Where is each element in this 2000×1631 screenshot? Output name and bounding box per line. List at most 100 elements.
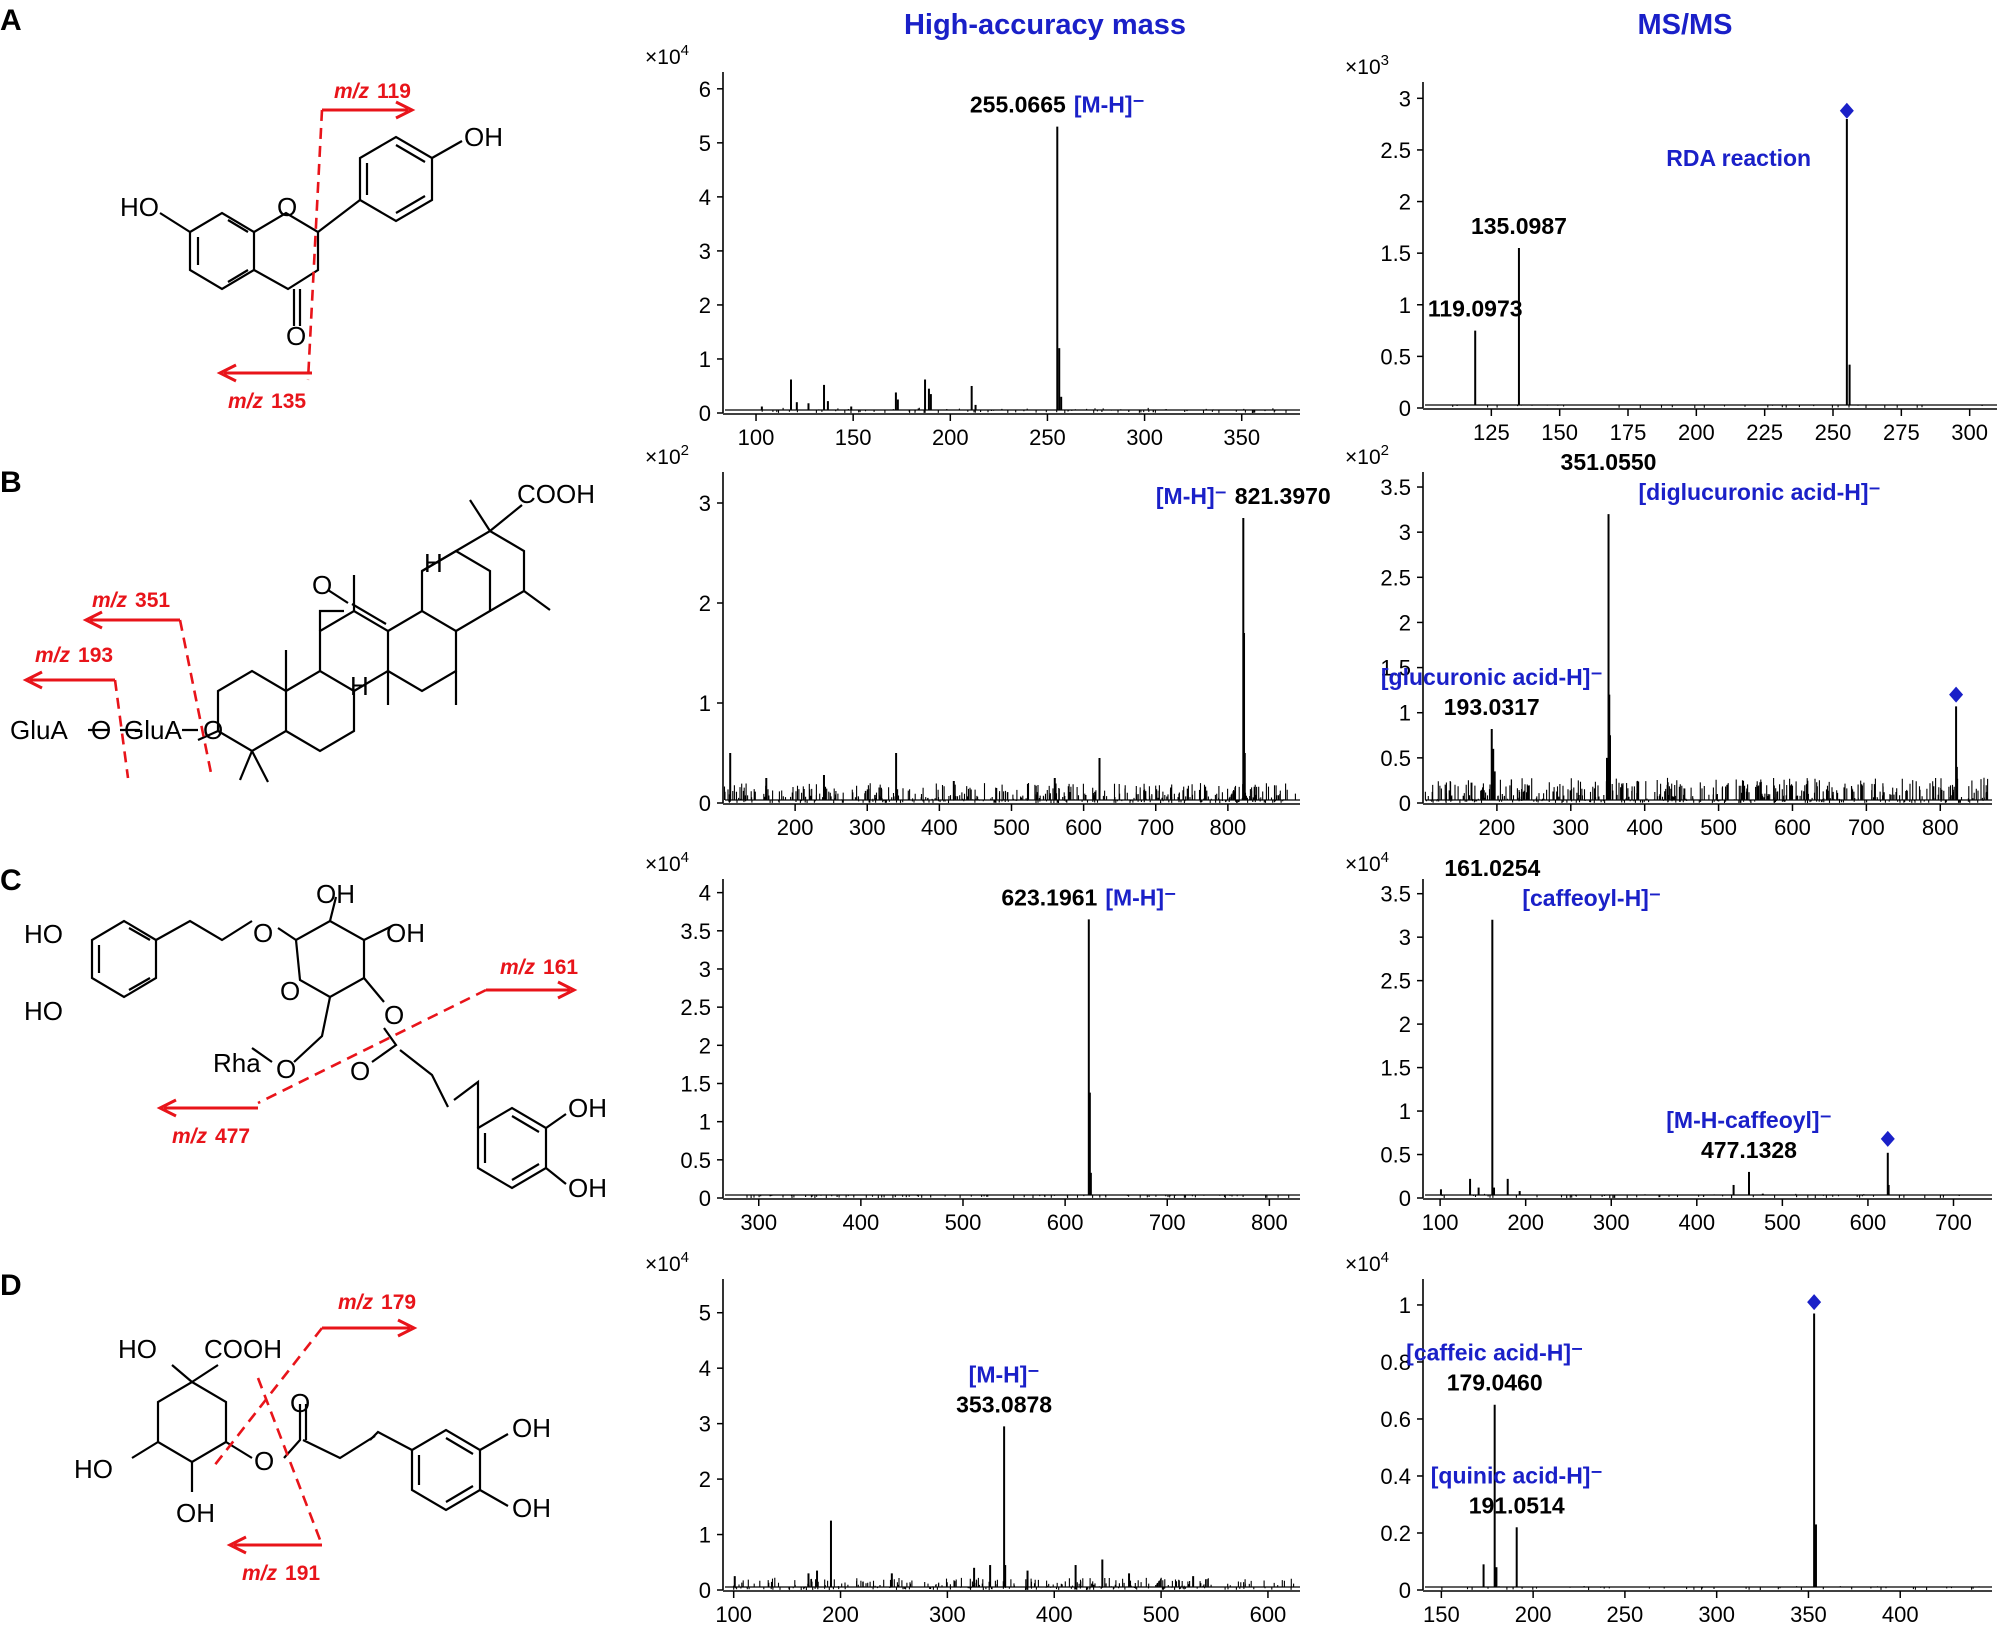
msms-column-title: MS/MS xyxy=(1637,9,1732,41)
peak-label-ion: [M-H-caffeoyl]⁻ xyxy=(1666,1107,1831,1133)
struct-a-keto-o: O xyxy=(286,321,306,351)
y-tick-label: 2 xyxy=(699,293,711,318)
struct-d-keto-o: O xyxy=(290,1388,310,1418)
y-multiplier: ×104 xyxy=(645,849,689,876)
y-tick-label: 1 xyxy=(699,691,711,716)
panel-letter-d: D xyxy=(0,1269,22,1302)
x-tick-label: 150 xyxy=(835,425,872,450)
noise-peaks xyxy=(746,1195,1290,1198)
noise-peaks xyxy=(723,783,1296,803)
y-multiplier: ×103 xyxy=(1345,52,1389,79)
x-tick-label: 600 xyxy=(1065,815,1102,840)
peak-label-value: 351.0550 xyxy=(1561,449,1657,475)
y-tick-label: 3 xyxy=(699,957,711,982)
x-tick-label: 200 xyxy=(1515,1602,1552,1627)
struct-b-o1: O xyxy=(91,715,111,745)
y-tick-label: 2.5 xyxy=(1380,565,1411,590)
struct-c-oh3: OH xyxy=(568,1093,607,1123)
y-tick-label: 3 xyxy=(1399,520,1411,545)
peak-label-value: 191.0514 xyxy=(1469,1492,1565,1518)
y-tick-label: 1.5 xyxy=(1380,1056,1411,1081)
x-tick-label: 250 xyxy=(1029,425,1066,450)
y-tick-label: 0 xyxy=(699,1186,711,1211)
struct-c-o3: O xyxy=(384,1000,404,1030)
struct-a-ring-o: O xyxy=(277,192,297,222)
peak-label-ion: [caffeic acid-H]⁻ xyxy=(1406,1340,1583,1366)
struct-b-h1: H xyxy=(424,548,443,578)
peak-label-ion: [quinic acid-H]⁻ xyxy=(1431,1462,1603,1488)
x-tick-label: 250 xyxy=(1607,1602,1644,1627)
x-tick-label: 600 xyxy=(1774,815,1811,840)
y-multiplier: ×102 xyxy=(645,442,689,469)
struct-d-frag1-value: 179 xyxy=(381,1291,416,1314)
y-multiplier: ×104 xyxy=(645,1249,689,1276)
x-tick-label: 275 xyxy=(1883,420,1920,445)
struct-a-ho: HO xyxy=(120,192,159,222)
y-tick-label: 2.5 xyxy=(1380,138,1411,163)
precursor-marker xyxy=(1839,102,1854,119)
y-tick-label: 0 xyxy=(699,791,711,816)
peak-label: 255.0665[M-H]⁻ xyxy=(970,92,1145,118)
peak-label: [M-H]⁻821.3970 xyxy=(1156,483,1331,509)
y-tick-label: 2.5 xyxy=(1380,969,1411,994)
x-tick-label: 200 xyxy=(777,815,814,840)
struct-c-frag2-value: 477 xyxy=(215,1125,250,1148)
struct-d-ho1: HO xyxy=(118,1334,157,1364)
y-tick-label: 1 xyxy=(1399,293,1411,318)
struct-d-oh1: OH xyxy=(176,1498,215,1528)
x-tick-label: 700 xyxy=(1848,815,1885,840)
y-tick-label: 2 xyxy=(1399,190,1411,215)
x-tick-label: 600 xyxy=(1250,1602,1287,1627)
peak-label-value: 161.0254 xyxy=(1444,855,1540,881)
struct-c-frag1-mz: m/z xyxy=(500,956,536,979)
peak-label-ion: [M-H]⁻ xyxy=(969,1361,1040,1387)
peak-label: 119.0973 xyxy=(1428,296,1523,322)
peak-label-ion: [diglucuronic acid-H]⁻ xyxy=(1639,479,1881,505)
x-tick-label: 400 xyxy=(1036,1602,1073,1627)
x-tick-label: 200 xyxy=(822,1602,859,1627)
x-tick-label: 400 xyxy=(1882,1602,1919,1627)
struct-b-o2: O xyxy=(203,715,223,745)
noise-peaks xyxy=(1452,405,1983,408)
x-tick-label: 700 xyxy=(1137,815,1174,840)
struct-b-frag1-value: 351 xyxy=(135,589,170,612)
struct-c-o2: O xyxy=(280,976,300,1006)
x-tick-label: 100 xyxy=(738,425,775,450)
y-tick-label: 1 xyxy=(1399,1293,1411,1318)
x-tick-label: 300 xyxy=(740,1210,777,1235)
y-tick-label: 0.5 xyxy=(1380,1143,1411,1168)
x-tick-label: 300 xyxy=(1951,420,1988,445)
noise-peaks xyxy=(1441,1193,1969,1198)
struct-c-frag1-value: 161 xyxy=(543,956,578,979)
precursor-marker xyxy=(1807,1294,1822,1311)
struct-a-frag1-value: 119 xyxy=(377,80,411,103)
x-tick-label: 100 xyxy=(1422,1210,1459,1235)
y-tick-label: 0.5 xyxy=(680,1148,711,1173)
y-tick-label: 1 xyxy=(699,1523,711,1548)
precursor-marker xyxy=(1880,1130,1895,1147)
hrms-column-title: High-accuracy mass xyxy=(904,9,1186,41)
x-tick-label: 200 xyxy=(1678,420,1715,445)
x-tick-label: 150 xyxy=(1423,1602,1460,1627)
x-tick-label: 800 xyxy=(1251,1210,1288,1235)
y-tick-label: 0.2 xyxy=(1380,1521,1411,1546)
x-tick-label: 200 xyxy=(1507,1210,1544,1235)
peak-label: 135.0987 xyxy=(1471,213,1567,239)
struct-c-o4: O xyxy=(350,1056,370,1086)
y-tick-label: 1 xyxy=(1399,1099,1411,1124)
struct-d-frag1-mz: m/z xyxy=(338,1291,374,1314)
x-tick-label: 500 xyxy=(1700,815,1737,840)
struct-d-frag2-value: 191 xyxy=(285,1562,320,1585)
x-tick-label: 250 xyxy=(1815,420,1852,445)
